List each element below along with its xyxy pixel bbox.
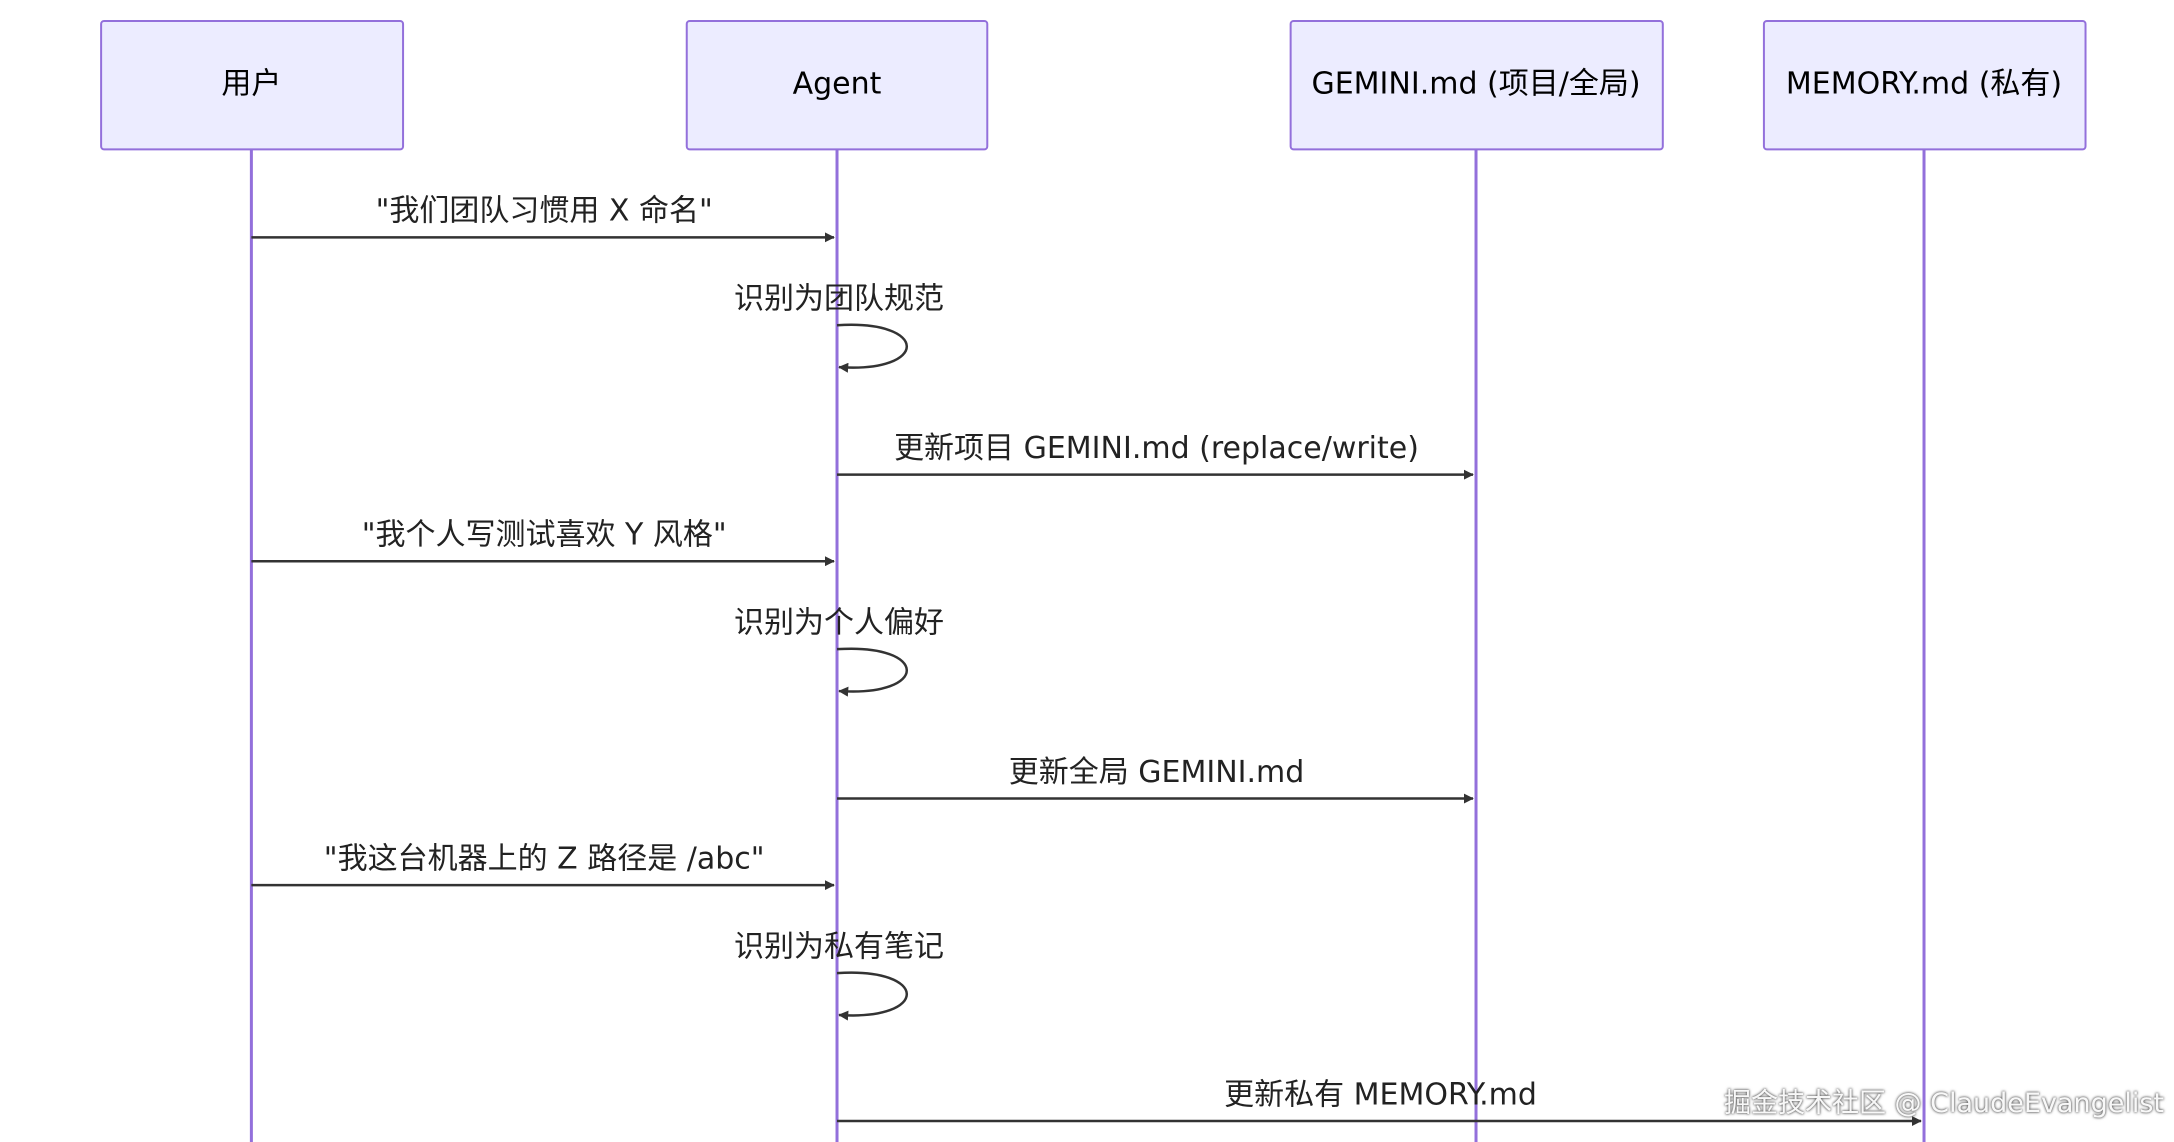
lifelines xyxy=(249,149,1926,1142)
message: 更新私有 MEMORY.md xyxy=(837,1077,1922,1127)
message: "我这台机器上的 Z 路径是 /abc" xyxy=(251,841,835,891)
message: "我们团队习惯用 X 命名" xyxy=(251,194,835,243)
participant-user: 用户 xyxy=(100,19,405,151)
self-message: 识别为个人偏好 xyxy=(734,605,944,697)
self-arrow xyxy=(836,971,909,1021)
participant-memory: MEMORY.md (私有) xyxy=(1762,19,2087,151)
self-arrow xyxy=(836,323,909,373)
participant-box xyxy=(100,19,405,151)
message-label: "我们团队习惯用 X 命名" xyxy=(376,194,713,229)
message: 更新全局 GEMINI.md xyxy=(837,755,1474,804)
watermark: 掘金技术社区 @ ClaudeEvangelist xyxy=(1723,1088,2164,1119)
message-label: 更新全局 GEMINI.md xyxy=(1009,755,1305,790)
message: 更新项目 GEMINI.md (replace/write) xyxy=(837,431,1474,480)
message-label: 更新私有 MEMORY.md xyxy=(1224,1077,1537,1112)
message-label: "我这台机器上的 Z 路径是 /abc" xyxy=(324,841,765,876)
participant-gemini: GEMINI.md (项目/全局) xyxy=(1289,19,1664,151)
participant-label: Agent xyxy=(793,67,882,102)
message-label: "我个人写测试喜欢 Y 风格" xyxy=(362,517,727,552)
participant-label: MEMORY.md (私有) xyxy=(1786,67,2062,102)
participants: 用户 Agent GEMINI.md (项目/全局) MEMORY.md (私有) xyxy=(100,19,2087,151)
self-message: 识别为团队规范 xyxy=(734,282,944,373)
participant-box xyxy=(1762,19,2087,151)
message-label: 识别为私有笔记 xyxy=(734,929,944,964)
message-label: 更新项目 GEMINI.md (replace/write) xyxy=(894,431,1419,466)
participant-box xyxy=(685,19,989,151)
participant-box xyxy=(1289,19,1664,151)
participant-label: 用户 xyxy=(221,67,281,102)
participant-agent: Agent xyxy=(685,19,989,151)
message-label: 识别为团队规范 xyxy=(734,282,944,317)
message: "我个人写测试喜欢 Y 风格" xyxy=(251,517,835,567)
self-message: 识别为私有笔记 xyxy=(734,929,944,1021)
self-arrow xyxy=(836,647,909,697)
message-label: 识别为个人偏好 xyxy=(734,605,944,640)
participant-label: GEMINI.md (项目/全局) xyxy=(1311,67,1640,102)
